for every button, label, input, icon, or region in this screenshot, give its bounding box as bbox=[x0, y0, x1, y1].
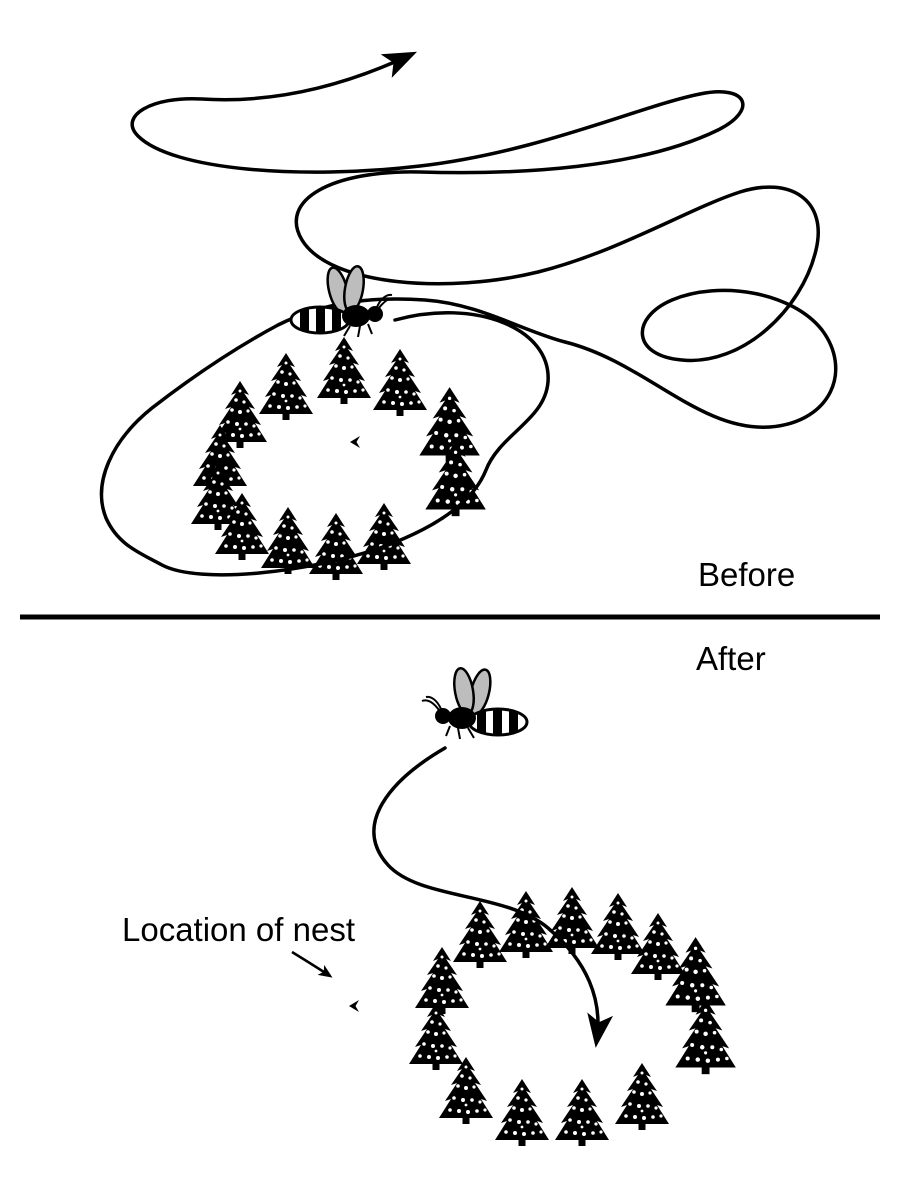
after-panel: After Location of nest bbox=[122, 640, 766, 1146]
wasp-icon bbox=[422, 667, 527, 740]
nest-pointer-arrow bbox=[291, 950, 333, 978]
wasp-icon bbox=[291, 265, 396, 338]
nest-marker-icon bbox=[350, 436, 360, 448]
nest-marker-icon bbox=[349, 1000, 359, 1012]
flight-path-after bbox=[372, 746, 614, 1048]
before-panel: Before bbox=[99, 51, 838, 593]
pine-cone-ring-before bbox=[191, 337, 486, 580]
pine-cone-ring-after bbox=[409, 887, 736, 1146]
before-label: Before bbox=[698, 556, 795, 593]
nest-location-label: Location of nest bbox=[122, 911, 355, 948]
after-label: After bbox=[696, 640, 766, 677]
flight-path-before bbox=[99, 51, 838, 577]
